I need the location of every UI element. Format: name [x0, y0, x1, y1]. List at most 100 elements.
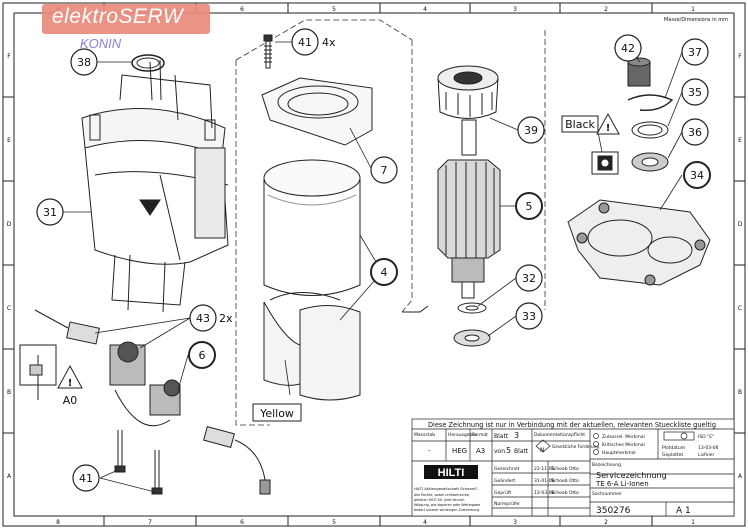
von-value: 5: [506, 446, 511, 455]
col-label: 6: [240, 519, 244, 526]
balloon-41-top: [291, 28, 319, 56]
watermark-brand: elektroSERW: [52, 5, 184, 28]
qty-43: 2x: [219, 312, 233, 325]
row-label: E: [738, 137, 742, 144]
label-37: 37: [688, 46, 702, 59]
h-format: Format: [472, 432, 488, 438]
washer-35: [631, 121, 669, 139]
label-36: 36: [688, 126, 702, 139]
row-geaendert-name: Schoeb Otto: [551, 478, 579, 484]
balloon-7: [370, 156, 398, 184]
divider-left: [235, 60, 270, 426]
col-label: 6: [240, 6, 244, 13]
h-dokumentationspflicht: Dokumentationspflicht: [534, 432, 585, 438]
plotdatum-label: Plotdatum: [662, 445, 685, 451]
col-label: 2: [604, 519, 608, 526]
hilti-logo: [424, 465, 478, 479]
copyright-line: Alle Rechte, sowie Urheberrechte,: [414, 493, 470, 497]
sachnummer-label: Sachnummer: [592, 491, 622, 497]
row-label: A: [738, 473, 743, 480]
row-gezeichnet-name: Schoeb Otto: [551, 466, 579, 472]
drawing-title: Servicezeichnung: [596, 471, 667, 480]
units-note: Masse/Dimensions in mm: [664, 17, 728, 23]
row-label: D: [7, 221, 12, 228]
gearbox-housing-34: [567, 199, 711, 286]
magnet-ring-7: [261, 77, 373, 146]
balloon-36: [681, 118, 709, 146]
wire-lead: [402, 305, 429, 313]
col-label: 4: [423, 519, 427, 526]
n-symbol: N: [540, 447, 545, 454]
row-label: C: [7, 305, 11, 312]
balloon-6: [188, 341, 216, 369]
row-label: F: [738, 53, 742, 60]
col-label: 1: [691, 519, 695, 526]
bearing-detail: [591, 151, 619, 175]
col-label: 1: [691, 6, 695, 13]
h-blatt: Blatt: [494, 433, 509, 440]
yellow-label: Yellow: [259, 407, 294, 420]
balloon-35: [681, 78, 709, 106]
row-label: C: [738, 305, 742, 312]
n-text: Gesetzliche Forderung: [552, 444, 599, 449]
n-diamond-icon: [535, 439, 551, 453]
armature-5: [437, 119, 501, 299]
fan-39: [437, 65, 499, 119]
col-label: 7: [148, 519, 152, 526]
warning-icon: [596, 112, 620, 135]
balloon-5: [515, 192, 543, 220]
watermark-city: KONIN: [80, 36, 122, 51]
seal-ring-38: [131, 54, 165, 72]
label-41-top: 41: [298, 36, 312, 49]
screws-41-bottom: [114, 430, 163, 495]
row-label: B: [738, 389, 742, 396]
col-label: 4: [423, 6, 427, 13]
flux-sleeves-4: [263, 292, 361, 401]
label-4: 4: [381, 266, 388, 279]
balloon-42: [614, 34, 642, 62]
label-5: 5: [526, 200, 533, 213]
watermark-banner: [42, 4, 210, 34]
label-43: 43: [196, 312, 210, 325]
massstab-value: -: [428, 447, 431, 455]
sachnummer-value: 350276: [596, 506, 631, 516]
copyright-line: gehören HILTI AG. Jede Verviel-: [414, 498, 466, 502]
legend-kritisch: Kritisches Merkmal: [602, 442, 645, 448]
motor-housing: [81, 59, 229, 313]
retaining-ring-37: [627, 94, 674, 111]
label-7: 7: [381, 164, 388, 177]
balloon-33: [515, 302, 543, 330]
label-34: 34: [690, 169, 704, 182]
bezeichnung-label: Bezeichnung: [592, 462, 621, 468]
legend-circle-icon: [593, 441, 599, 447]
row-label: D: [738, 221, 743, 228]
col-label: 8: [56, 519, 60, 526]
label-32: 32: [522, 272, 536, 285]
row-label: B: [7, 389, 11, 396]
label-35: 35: [688, 86, 702, 99]
row-label: F: [7, 53, 11, 60]
detail-a0: [19, 344, 57, 400]
label-6: 6: [199, 349, 206, 362]
blatt-value: 3: [514, 431, 519, 440]
balloon-34: [683, 161, 711, 189]
legend-circle-icon: [593, 433, 599, 439]
plotdatum-value: 13-03-06: [698, 445, 719, 451]
balloon-43: [189, 304, 217, 332]
balloon-38: [70, 48, 98, 76]
washer-32: [457, 302, 487, 314]
warning-mark: !: [606, 123, 611, 134]
black-callout-box: [561, 115, 599, 133]
hilti-logo-text: HILTI: [438, 467, 465, 479]
label-33: 33: [522, 310, 536, 323]
label-42: 42: [621, 42, 635, 55]
legend-circle-icon: [593, 449, 599, 455]
bearing-33: [453, 329, 491, 347]
revision-value: A 1: [676, 506, 691, 516]
legend-zulassrel: Zulassrel. Merkmal: [602, 434, 645, 440]
brush-holder-assembly: [34, 309, 271, 495]
warning-mark: !: [68, 378, 73, 389]
row-geprueft-name: Schoeb Otto: [551, 490, 579, 496]
geplottet-value: Lisfeier: [698, 452, 714, 458]
